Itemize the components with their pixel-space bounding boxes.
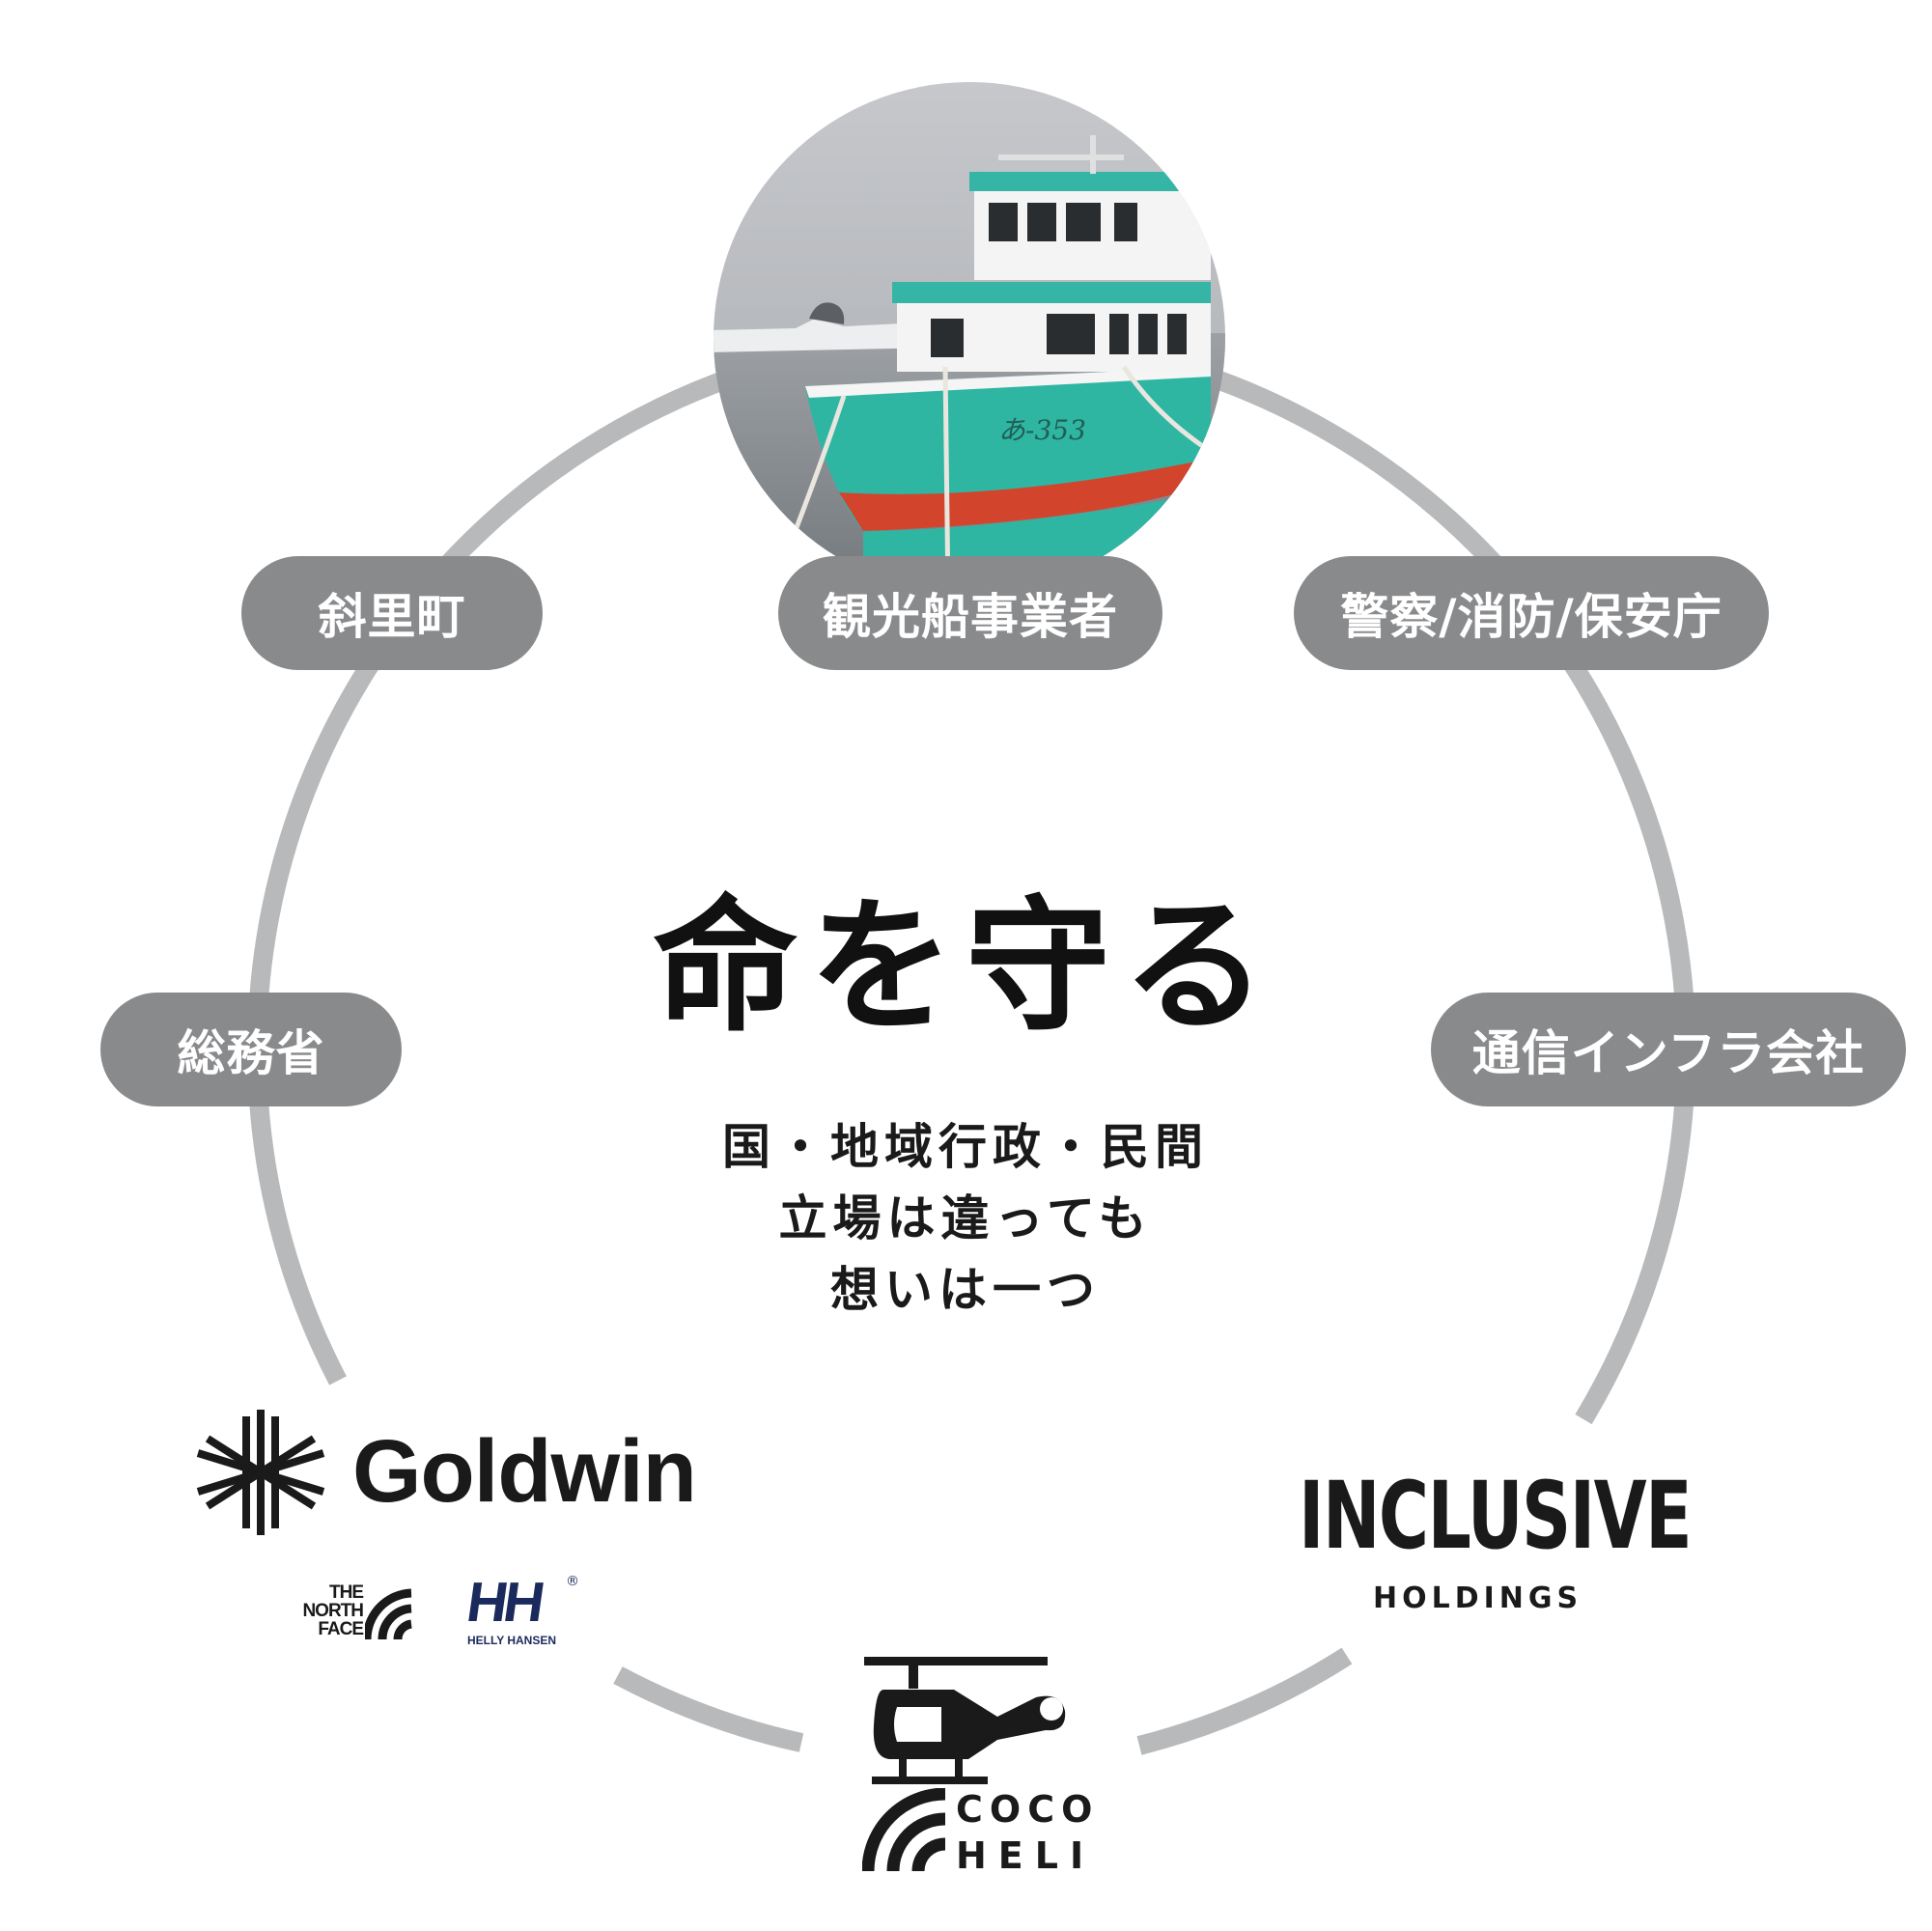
north-face-dome-icon xyxy=(365,1588,413,1639)
ring-arc-lower-right xyxy=(1136,1647,1353,1755)
label-ministry-internal-affairs: 総務省 xyxy=(100,993,402,1106)
helicopter-icon xyxy=(864,1657,1066,1784)
label-telecom-infrastructure: 通信インフラ会社 xyxy=(1431,993,1906,1106)
center-line-3: 想いは一つ xyxy=(830,1261,1101,1318)
label-police-fire-coastguard: 警察/消防/保安庁 xyxy=(1294,556,1769,670)
north-face-line-2: NORTH xyxy=(302,1601,364,1621)
svg-text:あ-353: あ-353 xyxy=(998,414,1086,446)
inclusive-holdings: HOLDINGS xyxy=(1373,1581,1583,1615)
helly-hansen-mark: HH xyxy=(462,1571,546,1634)
north-face-line-1: THE xyxy=(329,1582,364,1603)
center-line-2: 立場は違っても xyxy=(778,1189,1153,1246)
center-line-1: 国・地域行政・民間 xyxy=(722,1118,1209,1175)
north-face-logo: THE NORTH FACE xyxy=(288,1583,413,1643)
registered-icon: ® xyxy=(566,1574,579,1589)
ring-arc-lower-left xyxy=(613,1666,804,1752)
signal-waves-icon xyxy=(862,1788,946,1872)
heli-wordmark: HELI xyxy=(956,1834,1096,1877)
label-shari-town: 斜里町 xyxy=(241,556,543,670)
helly-hansen-name: HELLY HANSEN xyxy=(467,1634,557,1647)
helly-hansen-logo: HH ® HELLY HANSEN xyxy=(463,1571,583,1651)
boat-photo: あ-353 xyxy=(714,82,1225,594)
label-sightseeing-boat-operator: 観光船事業者 xyxy=(778,556,1162,670)
coco-wordmark: COCO xyxy=(956,1788,1100,1831)
inclusive-wordmark: INCLUSIVE xyxy=(1299,1462,1693,1570)
goldwin-wordmark: Goldwin xyxy=(352,1422,697,1521)
north-face-line-3: FACE xyxy=(318,1619,364,1639)
center-title: 命を守る xyxy=(652,882,1278,1051)
goldwin-mark xyxy=(196,1410,325,1535)
